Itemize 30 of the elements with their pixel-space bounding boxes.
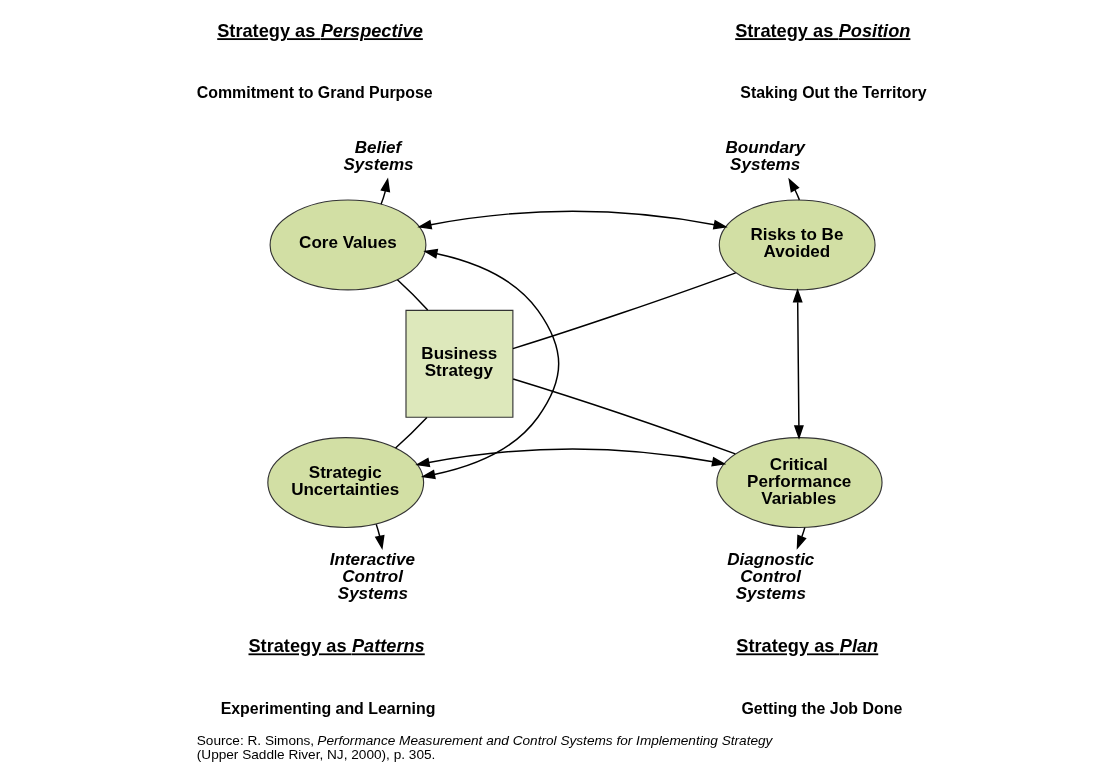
arrow	[420, 248, 560, 479]
label: Strategy as Perspective	[217, 20, 423, 41]
node-text: Boundary Systems	[725, 137, 806, 174]
arrow	[792, 287, 804, 440]
arrow	[796, 526, 807, 550]
arrow	[380, 176, 391, 205]
arrow	[788, 177, 801, 201]
label: Experimenting and Learning	[220, 699, 436, 717]
arrow	[374, 523, 385, 550]
arrow	[415, 447, 727, 467]
connector	[512, 271, 737, 349]
label: Commitment to Grand Purpose	[196, 83, 433, 101]
node-text: Diagnostic Control Systems	[727, 549, 815, 603]
label: Getting the Job Done	[741, 699, 903, 717]
label: Strategy as Position	[735, 20, 911, 41]
connector	[396, 278, 429, 311]
node-text: Belief Systems	[343, 137, 414, 174]
arrow	[417, 210, 728, 229]
node-ellipse: Strategic Uncertainties	[267, 436, 425, 528]
node-ellipse: Core Values	[269, 198, 427, 290]
node-text: Interactive Control Systems	[329, 549, 416, 603]
label: Strategy as Patterns	[248, 635, 425, 656]
label: Strategy as Plan	[736, 635, 879, 656]
node-ellipse: Critical Performance Variables	[716, 436, 883, 528]
node-ellipse: Risks to Be Avoided	[718, 198, 876, 290]
caption: Source: R. Simons, Performance Measurement and Control Systems for Implementing Strategy (Upper Saddle River, NJ, 2000), p. 305.	[196, 732, 773, 762]
node-box: Business Strategy	[405, 309, 514, 418]
connector	[394, 416, 428, 449]
label: Staking Out the Territory	[740, 83, 927, 101]
connector	[512, 377, 737, 455]
